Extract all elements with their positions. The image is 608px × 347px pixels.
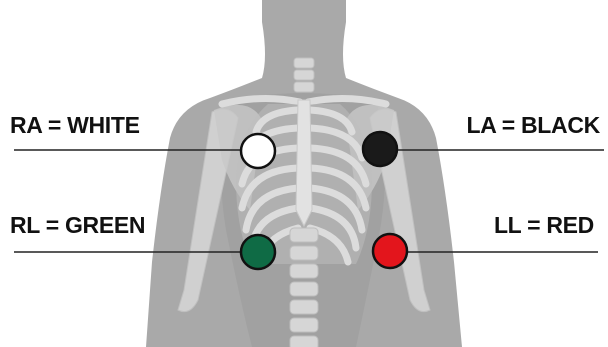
label-ll-red: LL = RED xyxy=(494,214,594,237)
cervical-spine xyxy=(294,58,314,92)
electrode-rl xyxy=(241,235,275,269)
electrode-ra xyxy=(241,134,275,168)
electrode-ll xyxy=(373,234,407,268)
sternum xyxy=(296,100,312,226)
label-rl-green: RL = GREEN xyxy=(10,214,145,237)
label-la-black: LA = BLACK xyxy=(466,114,600,137)
lumbar-spine xyxy=(290,228,318,347)
electrode-la xyxy=(363,132,397,166)
label-ra-white: RA = WHITE xyxy=(10,114,140,137)
